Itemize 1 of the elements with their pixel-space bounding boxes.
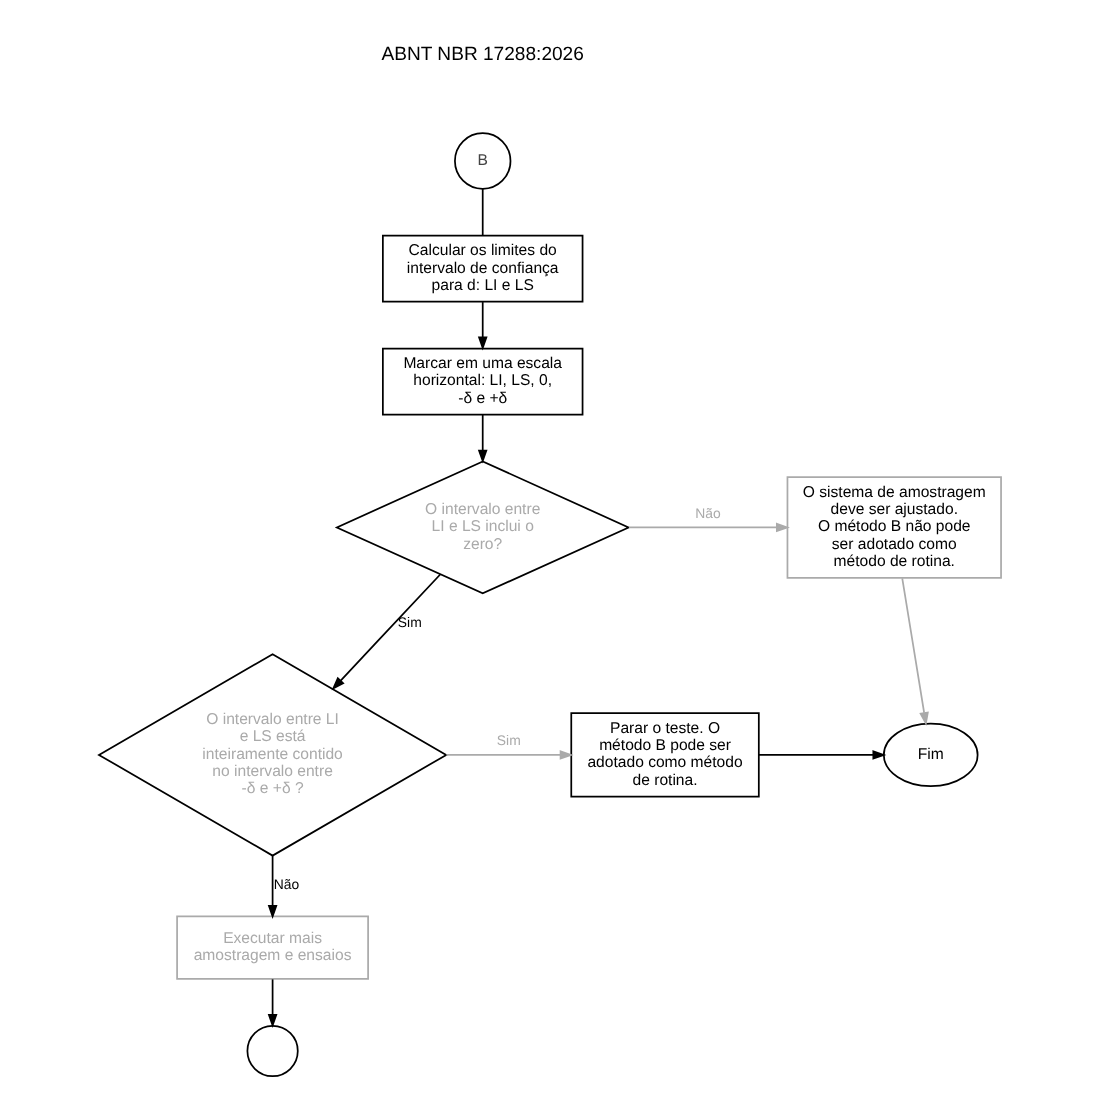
label: ABNT NBR 17288:2026 (381, 43, 584, 66)
